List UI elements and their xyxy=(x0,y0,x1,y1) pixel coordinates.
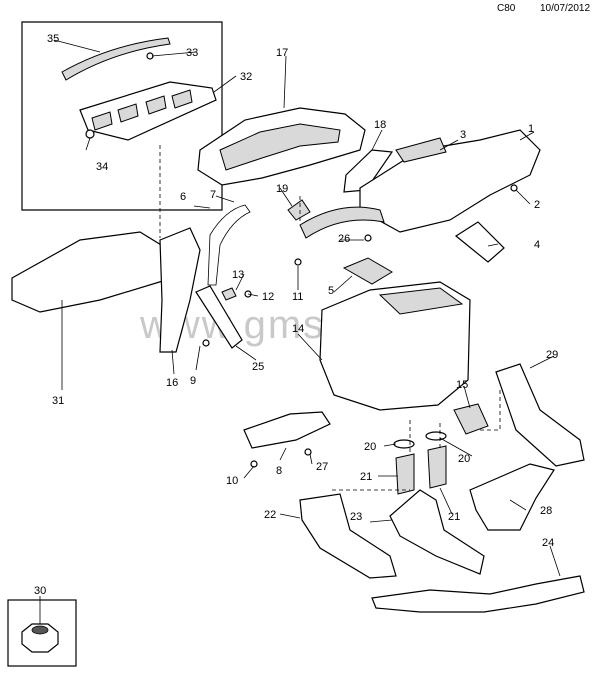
part-31-lower-panel xyxy=(11,231,167,313)
callout-29: 29 xyxy=(546,349,558,361)
part-15-bracket xyxy=(453,403,489,435)
callout-21-left: 21 xyxy=(360,471,372,483)
part-34-screw xyxy=(85,129,95,139)
callout-20-left: 20 xyxy=(364,441,376,453)
callout-15: 15 xyxy=(456,379,468,391)
part-21-bellow-left xyxy=(395,453,415,495)
callout-33: 33 xyxy=(186,47,198,59)
callout-11: 11 xyxy=(292,291,303,303)
part-14-module-top xyxy=(378,287,464,315)
callout-22: 22 xyxy=(264,509,276,521)
callout-17: 17 xyxy=(276,47,288,59)
page-date: 10/07/2012 xyxy=(540,3,591,14)
callout-12: 12 xyxy=(262,291,274,303)
callout-2: 2 xyxy=(534,199,540,211)
part-20-seal-right xyxy=(425,431,447,441)
callout-24: 24 xyxy=(542,537,554,549)
inset-frame xyxy=(21,21,223,211)
part-29-long-duct xyxy=(495,363,585,467)
part-6-hose xyxy=(207,204,251,286)
part-18-gasket xyxy=(343,149,394,193)
callout-32: 32 xyxy=(240,71,252,83)
part-35-strip xyxy=(61,37,171,81)
part-27-clip xyxy=(304,448,312,456)
callout-18: 18 xyxy=(374,119,386,131)
leader-lines xyxy=(39,39,561,624)
part-17-duct-detail xyxy=(219,123,341,171)
part-23-floor-duct xyxy=(389,489,485,575)
part-2-screw xyxy=(510,184,518,192)
callout-9: 9 xyxy=(190,375,196,387)
part-11-screw xyxy=(294,258,302,266)
callout-13: 13 xyxy=(232,269,244,281)
part-10-screw xyxy=(250,460,258,468)
part-19-bracket xyxy=(287,199,311,221)
part-3-outlet xyxy=(395,137,447,163)
part-30-nut xyxy=(21,623,59,653)
part-duct-arm xyxy=(299,206,385,239)
callout-7: 7 xyxy=(210,189,216,201)
part-8-rear-duct xyxy=(243,411,331,449)
callout-1: 1 xyxy=(528,123,534,135)
callout-16: 16 xyxy=(166,377,178,389)
callout-8: 8 xyxy=(276,465,282,477)
part-20-seal-left xyxy=(393,439,415,449)
part-1-side-duct xyxy=(359,129,541,233)
callout-3: 3 xyxy=(460,129,466,141)
part-13-clip xyxy=(221,287,237,301)
part-14-hvac-module xyxy=(319,281,471,411)
part-5-floor-vent xyxy=(342,257,393,285)
part-21-bellow-right xyxy=(427,445,447,489)
callout-14: 14 xyxy=(292,323,304,335)
part-32-vent-slots xyxy=(91,89,193,131)
part-9-screw xyxy=(202,339,210,347)
callout-5: 5 xyxy=(328,285,334,297)
page-code: C80 xyxy=(497,3,516,14)
callout-35: 35 xyxy=(47,33,59,45)
part-26-nut xyxy=(364,234,372,242)
callout-28: 28 xyxy=(540,505,552,517)
callout-34: 34 xyxy=(96,161,108,173)
callout-10: 10 xyxy=(226,475,238,487)
callout-4: 4 xyxy=(534,239,540,251)
callout-20-right: 20 xyxy=(458,453,470,465)
part-25-duct xyxy=(195,285,243,349)
dashed-guides xyxy=(159,145,501,491)
callout-26: 26 xyxy=(338,233,350,245)
part-30-nut-hole xyxy=(31,625,49,635)
callout-23: 23 xyxy=(350,511,362,523)
callout-21-right: 21 xyxy=(448,511,460,523)
callout-30: 30 xyxy=(34,585,46,597)
part-24-rear-floor-duct xyxy=(371,575,585,613)
inset-box-30 xyxy=(7,599,77,667)
callout-6: 6 xyxy=(180,191,186,203)
part-16-side-duct xyxy=(159,227,201,353)
callout-25: 25 xyxy=(252,361,264,373)
callout-19: 19 xyxy=(276,183,288,195)
part-28-rear-duct xyxy=(469,463,555,531)
callout-31: 31 xyxy=(52,395,64,407)
callout-27: 27 xyxy=(316,461,328,473)
part-22-floor-duct xyxy=(299,493,397,579)
part-4-side-vent xyxy=(454,221,505,263)
